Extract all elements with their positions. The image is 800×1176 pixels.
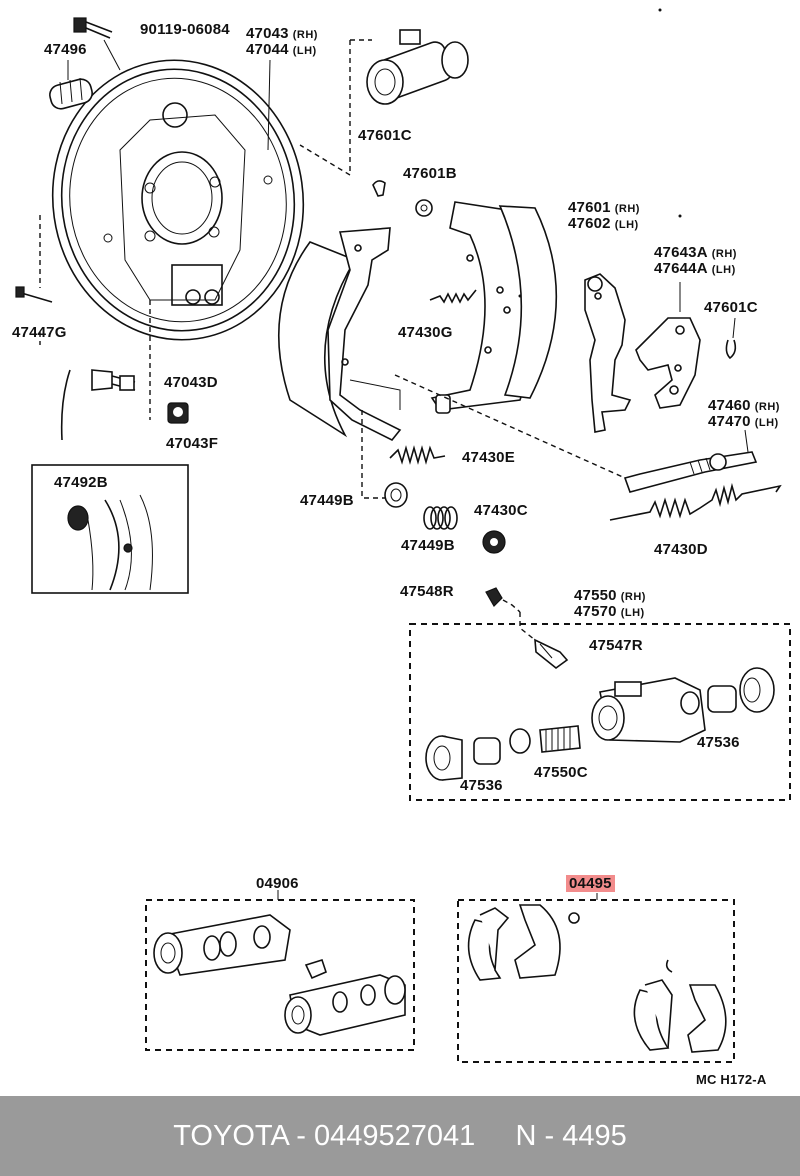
bleeder-screw-drawing [534, 638, 569, 670]
wheel-cylinder-top-drawing [366, 29, 469, 105]
parking-lever-drawing [584, 273, 632, 433]
label-47601-rh: 47601(RH) [568, 199, 640, 216]
inset-box-drawing [31, 464, 189, 594]
spring-47430G-drawing [429, 289, 477, 304]
brake-shoe-right-drawing [430, 201, 558, 414]
label-47547R: 47547R [589, 637, 643, 654]
label-47601C-top: 47601C [358, 127, 412, 144]
spring-47430C-drawing [423, 506, 458, 530]
kit-04495-drawing [467, 904, 727, 1053]
cup-47449B-bottom-drawing [482, 530, 506, 554]
spring-47430D-drawing [609, 482, 782, 521]
bleeder-cap-drawing [485, 587, 503, 607]
label-47601B: 47601B [403, 165, 457, 182]
adjuster-drawing [623, 451, 758, 493]
label-90119-06084: 90119-06084 [140, 21, 230, 38]
label-47496: 47496 [44, 41, 87, 58]
label-47550-rh: 47550(RH) [574, 587, 646, 604]
part-info-text: TOYOTA - 0449527041 N - 4495 [173, 1119, 627, 1152]
label-47430C: 47430C [474, 502, 528, 519]
label-47449B-bottom: 47449B [401, 537, 455, 554]
label-47536-right: 47536 [697, 734, 740, 751]
label-47043F: 47043F [166, 435, 219, 452]
bolt-90119-drawing [73, 17, 121, 71]
part-info-bar: TOYOTA - 0449527041 N - 4495 [0, 1096, 800, 1176]
label-47536-left: 47536 [460, 777, 503, 794]
diagram-code: MC H172-A [696, 1072, 767, 1087]
label-47430D: 47430D [654, 541, 708, 558]
wheel-cylinder-kit-drawing [425, 667, 775, 781]
label-47492B: 47492B [54, 474, 108, 491]
cup-47449B-top-drawing [384, 482, 408, 508]
label-04906: 04906 [256, 875, 299, 892]
label-47601C-right: 47601C [704, 299, 758, 316]
label-04495-highlighted: 04495 [566, 875, 615, 892]
diagram-drawing [15, 8, 791, 1063]
label-47470-lh: 47470(LH) [708, 413, 779, 430]
label-47044-lh: 47044(LH) [246, 41, 317, 58]
brake-shoe-left-drawing [277, 227, 402, 442]
label-47460-rh: 47460(RH) [708, 397, 780, 414]
parts-diagram: 90119-06084 47043(RH) 47044(LH) 47496 47… [12, 8, 791, 1087]
label-47570-lh: 47570(LH) [574, 603, 645, 620]
kit-04906-drawing [153, 914, 406, 1036]
label-47602-lh: 47602(LH) [568, 215, 639, 232]
label-47644A-lh: 47644A(LH) [654, 260, 736, 277]
nut-47043F-drawing [167, 402, 189, 424]
spring-47430E-drawing [389, 445, 446, 465]
label-47449B-top: 47449B [300, 492, 354, 509]
label-47550C: 47550C [534, 764, 588, 781]
label-47643A-rh: 47643A(RH) [654, 244, 737, 261]
label-47430G: 47430G [398, 324, 453, 341]
label-47043-rh: 47043(RH) [246, 25, 318, 42]
label-47430E: 47430E [462, 449, 515, 466]
label-47447G: 47447G [12, 324, 67, 341]
label-47043D: 47043D [164, 374, 218, 391]
plug-drawing [49, 77, 93, 110]
backing-plate-drawing [51, 59, 305, 341]
adjusting-lever-drawing [635, 317, 701, 409]
label-47548R: 47548R [400, 583, 454, 600]
bolt-47043D-drawing [91, 369, 136, 391]
